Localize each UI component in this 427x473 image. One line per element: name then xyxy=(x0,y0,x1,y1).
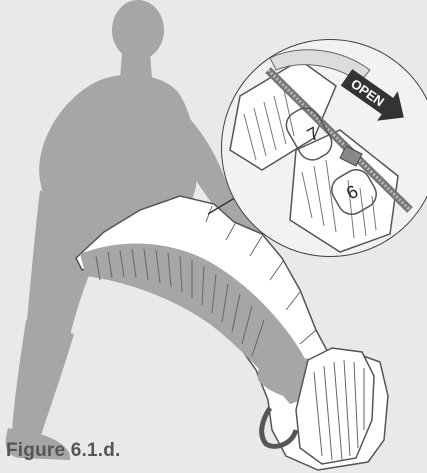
figure-caption: Figure 6.1.d. xyxy=(6,440,121,462)
